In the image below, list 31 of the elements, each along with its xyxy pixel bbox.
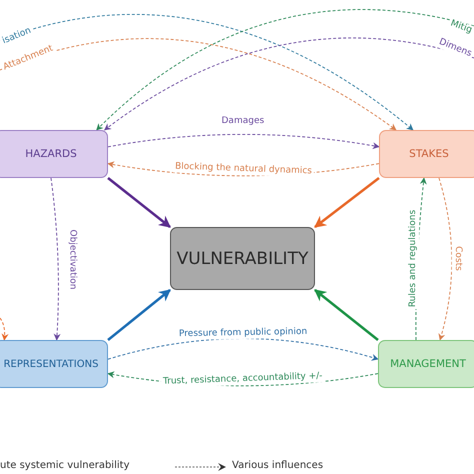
- dashed-arrow: [96, 9, 474, 130]
- node-label: REPRESENTATIONS: [4, 358, 98, 370]
- dashed-arrow: [108, 134, 380, 150]
- dashed-arrow: [50, 178, 61, 341]
- arrow: [107, 176, 171, 228]
- legend-text: Various influences: [232, 460, 324, 471]
- edge-label: Costs: [451, 244, 462, 272]
- edge-label: Objectivation: [66, 227, 78, 291]
- factor-box: [379, 130, 474, 178]
- edge-label: Trust, resistance, accountability +/-: [160, 370, 325, 388]
- factor-box: [0, 340, 108, 388]
- arrow: [107, 288, 171, 342]
- edge-label: Rules and regulations: [408, 207, 419, 309]
- edge-label: Blocking the natural dynamics: [172, 161, 314, 177]
- node-label: VULNERABILITY: [176, 248, 308, 268]
- node-label: STAKES: [409, 148, 449, 160]
- factor-box: [378, 340, 474, 388]
- arrow: [314, 176, 380, 228]
- factor-box: [0, 130, 108, 178]
- node-label: HAZARDS: [25, 148, 77, 160]
- edge-label: Damages: [220, 116, 266, 126]
- edge-label: Mitig: [446, 17, 474, 37]
- arrow: [314, 288, 379, 342]
- node-label: MANAGEMENT: [390, 358, 466, 370]
- central-box: [170, 227, 315, 290]
- dashed-arrow: [438, 178, 452, 341]
- edge-label: Pressure from public opinion: [176, 326, 310, 340]
- dashed-arrow: [108, 338, 379, 361]
- dashed-arrow: [104, 38, 474, 130]
- dashed-arrow: [0, 318, 8, 341]
- legend-text: ute systemic vulnerability: [0, 460, 130, 471]
